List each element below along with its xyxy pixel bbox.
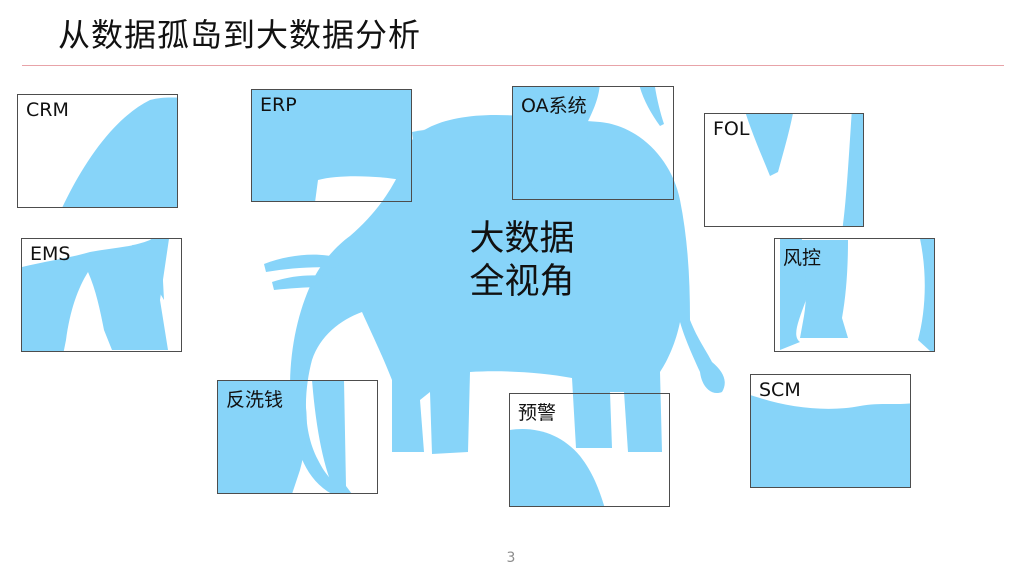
center-label-line: 全视角	[469, 262, 575, 302]
risk-control-box: 风控	[774, 238, 935, 352]
elephant-fragment	[312, 380, 352, 494]
elephant-fragment	[918, 238, 935, 352]
box-label: SCM	[759, 379, 801, 401]
box-label: FOL	[713, 118, 750, 140]
elephant-fragment	[842, 113, 864, 227]
slide-title: 从数据孤岛到大数据分析	[58, 16, 422, 54]
box-label: ERP	[260, 94, 297, 116]
elephant-fragment	[745, 113, 794, 176]
center-label: 大数据 全视角	[432, 218, 612, 304]
elephant-body	[290, 115, 725, 494]
elephant-fragment	[132, 244, 164, 300]
page-number: 3	[506, 550, 516, 566]
ems-box: EMS	[21, 238, 182, 352]
early-warning-box: 预警	[509, 393, 670, 507]
box-label: EMS	[30, 243, 71, 265]
anti-money-laundering-box: 反洗钱	[217, 380, 378, 494]
elephant-head	[412, 128, 512, 200]
elephant-fragment	[217, 380, 307, 494]
elephant-fragment	[639, 86, 664, 126]
scm-box: SCM	[750, 374, 911, 488]
elephant-fragment	[251, 89, 412, 202]
elephant-fragment	[512, 86, 600, 194]
box-label: OA系统	[521, 95, 587, 117]
elephant-fragment	[780, 238, 809, 350]
box-label: 预警	[518, 402, 557, 424]
box-label: 反洗钱	[226, 389, 284, 411]
fol-box: FOL	[704, 113, 864, 227]
box-label: CRM	[26, 99, 69, 121]
elephant-tusk	[264, 254, 340, 272]
erp-box: ERP	[251, 89, 412, 202]
elephant-fragment	[21, 238, 170, 352]
elephant-fragment	[800, 240, 848, 338]
oa-box: OA系统	[512, 86, 674, 200]
title-divider	[22, 65, 1004, 66]
crm-box: CRM	[17, 94, 178, 208]
elephant-fragment	[62, 97, 178, 208]
elephant-tusk	[272, 275, 336, 290]
center-label-line: 大数据	[469, 219, 575, 259]
elephant-fragment	[750, 395, 911, 488]
box-label: 风控	[783, 247, 822, 269]
elephant-fragment	[509, 429, 605, 507]
